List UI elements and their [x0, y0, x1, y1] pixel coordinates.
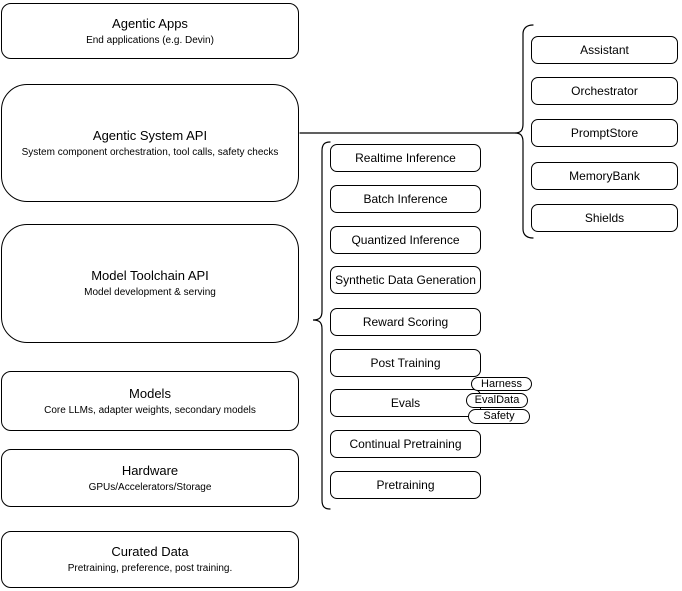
box-orchestrator: Orchestrator	[531, 77, 678, 105]
box-batch-inference: Batch Inference	[330, 185, 481, 213]
box-memorybank: MemoryBank	[531, 162, 678, 190]
box-title: Models	[129, 385, 171, 401]
box-title: Model Toolchain API	[91, 268, 209, 283]
box-pretraining: Pretraining	[330, 471, 481, 499]
toolchain-brace	[312, 141, 331, 510]
box-realtime-inference: Realtime Inference	[330, 144, 481, 172]
box-subtitle: End applications (e.g. Devin)	[86, 34, 214, 46]
box-reward-scoring: Reward Scoring	[330, 308, 481, 336]
box-title: Hardware	[121, 462, 179, 478]
box-subtitle: Pretraining, preference, post training.	[67, 563, 233, 574]
box-models: Models Core LLMs, adapter weights, secon…	[1, 371, 299, 431]
box-model-toolchain-api: Model Toolchain API Model development & …	[1, 224, 299, 343]
box-subtitle: GPUs/Accelerators/Storage	[88, 481, 212, 493]
box-subtitle: Model development & serving	[84, 287, 216, 298]
box-evals: Evals	[330, 389, 481, 417]
box-title: Agentic System API	[92, 127, 208, 143]
box-post-training: Post Training	[330, 349, 481, 377]
pill-safety: Safety	[468, 409, 530, 424]
box-title: Curated Data	[111, 544, 189, 559]
box-synthetic-data-generation: Synthetic Data Generation	[330, 266, 481, 294]
box-agentic-apps: Agentic Apps End applications (e.g. Devi…	[1, 3, 299, 59]
box-assistant: Assistant	[531, 36, 678, 64]
box-continual-pretraining: Continual Pretraining	[330, 430, 481, 458]
box-quantized-inference: Quantized Inference	[330, 226, 481, 254]
box-promptstore: PromptStore	[531, 119, 678, 147]
box-shields: Shields	[531, 204, 678, 232]
box-agentic-system-api: Agentic System API System component orch…	[1, 84, 299, 202]
box-subtitle: Core LLMs, adapter weights, secondary mo…	[44, 404, 256, 416]
box-subtitle: System component orchestration, tool cal…	[21, 146, 279, 158]
pill-evaldata: EvalData	[466, 393, 528, 408]
box-title: Agentic Apps	[112, 15, 188, 31]
box-curated-data: Curated Data Pretraining, preference, po…	[1, 531, 299, 588]
box-hardware: Hardware GPUs/Accelerators/Storage	[1, 449, 299, 507]
pill-harness: Harness	[471, 377, 532, 391]
